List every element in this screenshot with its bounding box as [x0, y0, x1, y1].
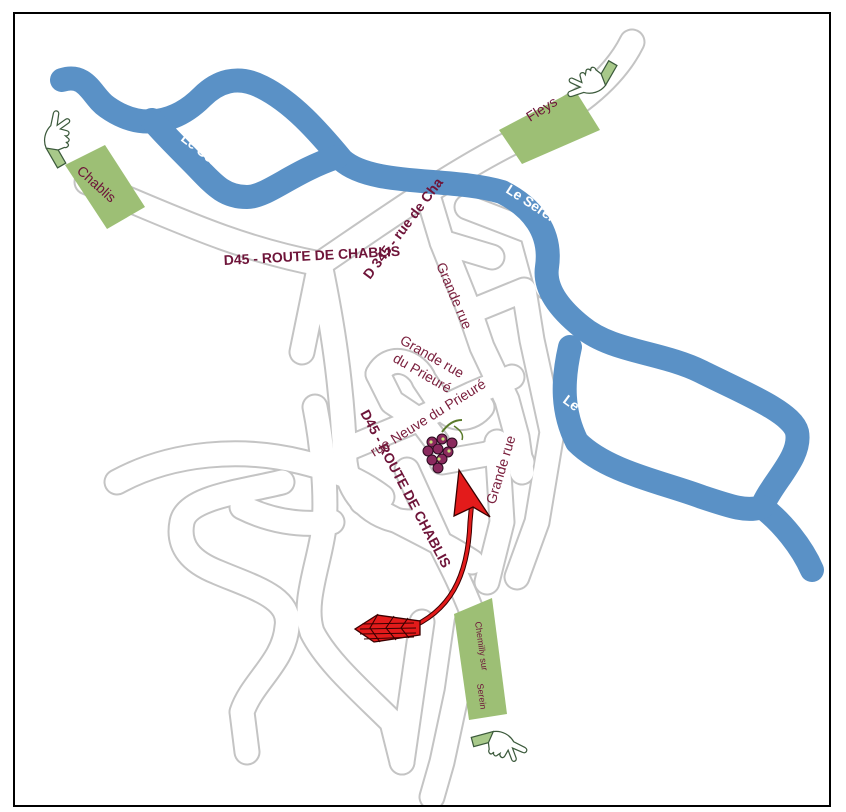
map-frame: Le Serein Le Serein Le Serein D45 - ROUT… — [13, 12, 831, 807]
sign-chemilly: Chemilly sur Serein — [454, 598, 530, 772]
sign-label-chemilly-2: Serein — [475, 683, 489, 710]
direction-arrow — [353, 468, 491, 643]
pointing-hand-icon — [470, 723, 530, 772]
grape-cluster-icon — [422, 419, 464, 474]
river-serein — [50, 66, 824, 582]
map-canvas: Le Serein Le Serein Le Serein D45 - ROUT… — [31, 28, 824, 805]
roads-fill — [75, 30, 644, 805]
road-network — [73, 28, 646, 805]
red-arrow-icon — [453, 468, 491, 518]
sign-chablis: Chablis — [31, 106, 145, 229]
